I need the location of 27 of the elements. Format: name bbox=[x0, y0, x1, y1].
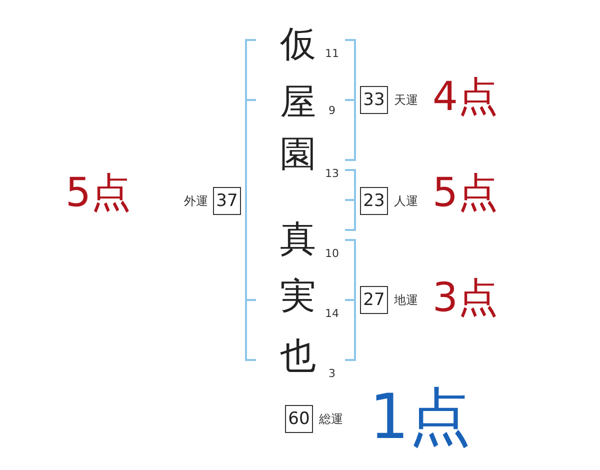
name-character: 園 bbox=[280, 137, 316, 173]
score-text: 1点 bbox=[370, 386, 471, 448]
score-text: 5点 bbox=[432, 173, 498, 213]
stroke-count: 14 bbox=[325, 308, 339, 318]
fortune-label: 外運 bbox=[184, 195, 208, 207]
stroke-count: 11 bbox=[325, 48, 339, 58]
fortune-label: 人運 bbox=[394, 195, 418, 207]
name-character: 也 bbox=[280, 339, 316, 375]
number-box: 33 bbox=[360, 86, 388, 114]
score-text: 5点 bbox=[66, 173, 131, 213]
number-box: 37 bbox=[213, 187, 241, 215]
fortune-label: 天運 bbox=[394, 94, 418, 106]
number-box: 60 bbox=[285, 405, 313, 433]
stroke-count: 10 bbox=[325, 248, 339, 258]
stroke-count: 3 bbox=[328, 368, 336, 378]
fortune-label: 地運 bbox=[394, 294, 418, 306]
score-text: 3点 bbox=[432, 278, 498, 318]
name-character: 実 bbox=[280, 279, 316, 315]
stroke-count: 9 bbox=[328, 104, 336, 116]
name-character: 仮 bbox=[280, 27, 316, 63]
fortune-label: 総運 bbox=[319, 413, 343, 425]
stroke-count: 13 bbox=[325, 168, 339, 178]
number-box: 23 bbox=[360, 187, 388, 215]
number-box: 27 bbox=[360, 286, 388, 314]
score-text: 4点 bbox=[432, 77, 498, 117]
name-character: 屋 bbox=[280, 85, 316, 121]
name-character: 真 bbox=[280, 222, 316, 258]
